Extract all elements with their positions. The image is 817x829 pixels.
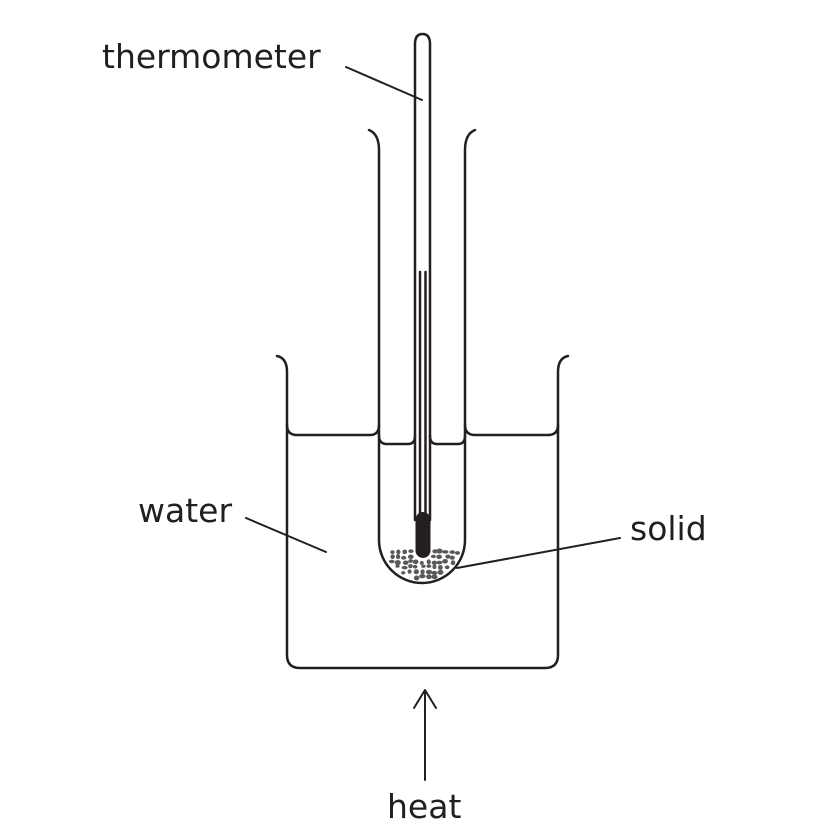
solid-particle bbox=[432, 549, 438, 554]
solid-particle bbox=[432, 564, 437, 570]
solid-particle bbox=[426, 574, 432, 580]
solid-particle bbox=[412, 564, 418, 569]
solid-particle bbox=[402, 560, 409, 565]
solid-particle bbox=[396, 549, 401, 555]
solid-particle bbox=[413, 575, 420, 581]
thermometer-leader-line bbox=[345, 66, 423, 101]
water-label: water bbox=[138, 491, 233, 530]
beaker-water-surface-right bbox=[463, 423, 560, 437]
solid-particle bbox=[407, 569, 412, 574]
solid-particle bbox=[450, 560, 456, 566]
solid-particle bbox=[449, 550, 456, 554]
solid-particle bbox=[390, 550, 395, 554]
beaker-water-surface-left bbox=[285, 423, 381, 437]
solid-particle bbox=[408, 559, 414, 564]
solid-particle bbox=[390, 554, 395, 560]
solid-label: solid bbox=[630, 509, 707, 548]
solid-particle bbox=[442, 559, 448, 564]
solid-particle bbox=[431, 570, 438, 575]
solid-particle bbox=[395, 554, 401, 560]
solid-particle bbox=[413, 569, 419, 575]
solid-particle bbox=[445, 554, 451, 559]
solid-particle bbox=[395, 564, 400, 568]
solid-particle bbox=[436, 548, 443, 554]
boiling-tube bbox=[367, 128, 477, 585]
solid-particle bbox=[436, 554, 442, 560]
solid-particle bbox=[412, 559, 419, 565]
heat-arrow-head bbox=[413, 689, 437, 709]
solid-particle bbox=[431, 560, 438, 565]
thermometer-bulb bbox=[415, 512, 431, 558]
solid-particle bbox=[425, 569, 433, 575]
solid-particle bbox=[407, 554, 414, 560]
solid-particle bbox=[431, 574, 438, 580]
solid-particle bbox=[426, 564, 432, 568]
heat-label: heat bbox=[387, 787, 462, 826]
solid-particle bbox=[437, 569, 444, 575]
solid-particle bbox=[442, 550, 449, 554]
solid-particle bbox=[388, 559, 395, 564]
solid-particle bbox=[444, 565, 450, 570]
solid-particle bbox=[426, 559, 431, 565]
solid-particle bbox=[408, 549, 414, 553]
solid-particle bbox=[454, 551, 461, 555]
solid-particle bbox=[401, 565, 408, 570]
solid-particle bbox=[402, 549, 408, 555]
solid-particle bbox=[436, 560, 443, 565]
solid-particle bbox=[419, 560, 424, 565]
solid-particle bbox=[421, 564, 426, 568]
solid-particle bbox=[420, 569, 425, 575]
thermometer-label: thermometer bbox=[102, 37, 321, 76]
solid-particle bbox=[401, 571, 406, 575]
water-leader-line bbox=[245, 517, 327, 553]
solid-particle bbox=[394, 559, 401, 566]
tube-water-surface-right bbox=[428, 434, 467, 446]
solid-leader-line bbox=[456, 537, 621, 569]
thermometer bbox=[413, 32, 432, 522]
solid-particles bbox=[388, 548, 461, 581]
solid-particle bbox=[430, 554, 436, 559]
beaker bbox=[275, 354, 570, 670]
solid-particle bbox=[437, 564, 443, 571]
solid-particle bbox=[449, 555, 455, 560]
solid-particle bbox=[401, 555, 407, 560]
solid-particle bbox=[419, 573, 426, 579]
tube-water-surface-left bbox=[377, 434, 417, 446]
solid-particle bbox=[408, 564, 413, 569]
